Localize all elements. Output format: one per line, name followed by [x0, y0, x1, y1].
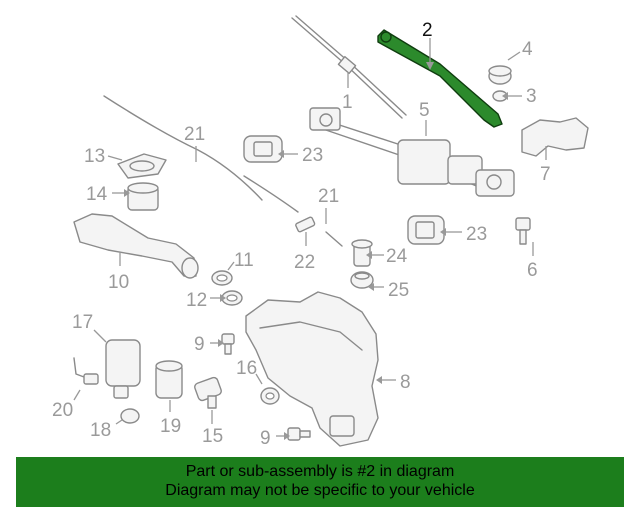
part-15-level-sensor[interactable]: [194, 376, 223, 409]
part-11-o-ring[interactable]: [211, 270, 233, 286]
callout-20: 20: [52, 400, 73, 421]
leader-4: [507, 51, 521, 61]
callout-10: 10: [108, 272, 129, 293]
leader-13: [107, 155, 123, 161]
part-17-washer-pump[interactable]: [105, 339, 141, 399]
part-7-bracket[interactable]: [521, 117, 589, 157]
part-14-filler-neck[interactable]: [127, 182, 159, 211]
info-banner: Part or sub-assembly is #2 in diagram Di…: [16, 457, 624, 507]
part-9-bolt-lower[interactable]: [287, 427, 311, 441]
callout-9a: 9: [194, 334, 205, 355]
part-23-connector-lower[interactable]: [407, 215, 445, 245]
callout-1: 1: [342, 92, 353, 113]
part-9-bolt-upper[interactable]: [221, 333, 235, 355]
callout-18: 18: [90, 420, 111, 441]
callout-7: 7: [540, 164, 551, 185]
callout-12: 12: [186, 290, 207, 311]
leader-20: [73, 389, 81, 401]
callout-15: 15: [202, 426, 223, 447]
callout-16: 16: [236, 358, 257, 379]
leader-17: [93, 329, 107, 343]
callout-9b: 9: [260, 428, 271, 449]
callout-21b: 21: [318, 186, 339, 207]
callout-22: 22: [294, 252, 315, 273]
part-19-filter[interactable]: [155, 360, 183, 399]
callout-6: 6: [527, 260, 538, 281]
part-22-nozzle[interactable]: [295, 216, 316, 233]
parts-diagram: 1 2 4 3 5 7 6: [52, 15, 589, 449]
part-16-grommet[interactable]: [260, 387, 280, 405]
banner-line-part-info: Part or sub-assembly is #2 in diagram: [185, 463, 455, 480]
callout-25: 25: [388, 280, 409, 301]
part-23-connector-upper[interactable]: [243, 135, 283, 163]
part-18-pump-grommet[interactable]: [120, 408, 140, 424]
banner-line-disclaimer: Diagram may not be specific to your vehi…: [165, 482, 475, 499]
leader-16: [255, 373, 263, 385]
part-8-washer-reservoir[interactable]: [245, 291, 379, 447]
callout-21a: 21: [184, 124, 205, 145]
part-1-wiper-blade[interactable]: [291, 15, 407, 119]
part-2-wiper-arm[interactable]: [377, 29, 503, 128]
callout-17: 17: [72, 312, 93, 333]
callout-24: 24: [386, 246, 408, 267]
callout-23a: 23: [302, 145, 323, 166]
leader-11: [227, 261, 235, 271]
callout-2: 2: [422, 20, 433, 41]
callout-19: 19: [160, 416, 181, 437]
part-6-bolt[interactable]: [515, 217, 531, 245]
part-10-reservoir-inlet[interactable]: [73, 213, 199, 279]
part-5-wiper-linkage-motor[interactable]: [309, 107, 515, 197]
part-25-grommet[interactable]: [350, 271, 374, 289]
part-13-grommet[interactable]: [117, 153, 167, 179]
callout-5: 5: [419, 100, 430, 121]
callout-11: 11: [234, 250, 254, 271]
callout-3: 3: [526, 86, 537, 107]
part-12-seal[interactable]: [221, 290, 243, 306]
part-21-washer-hose[interactable]: [103, 95, 343, 247]
callout-14: 14: [86, 184, 108, 205]
leader-18: [115, 419, 123, 425]
callout-4: 4: [522, 39, 533, 60]
part-4-cap[interactable]: [488, 65, 512, 85]
callout-8: 8: [400, 372, 411, 393]
part-20-hose-connector[interactable]: [73, 357, 99, 385]
callout-23b: 23: [466, 224, 487, 245]
callout-13: 13: [84, 146, 105, 167]
